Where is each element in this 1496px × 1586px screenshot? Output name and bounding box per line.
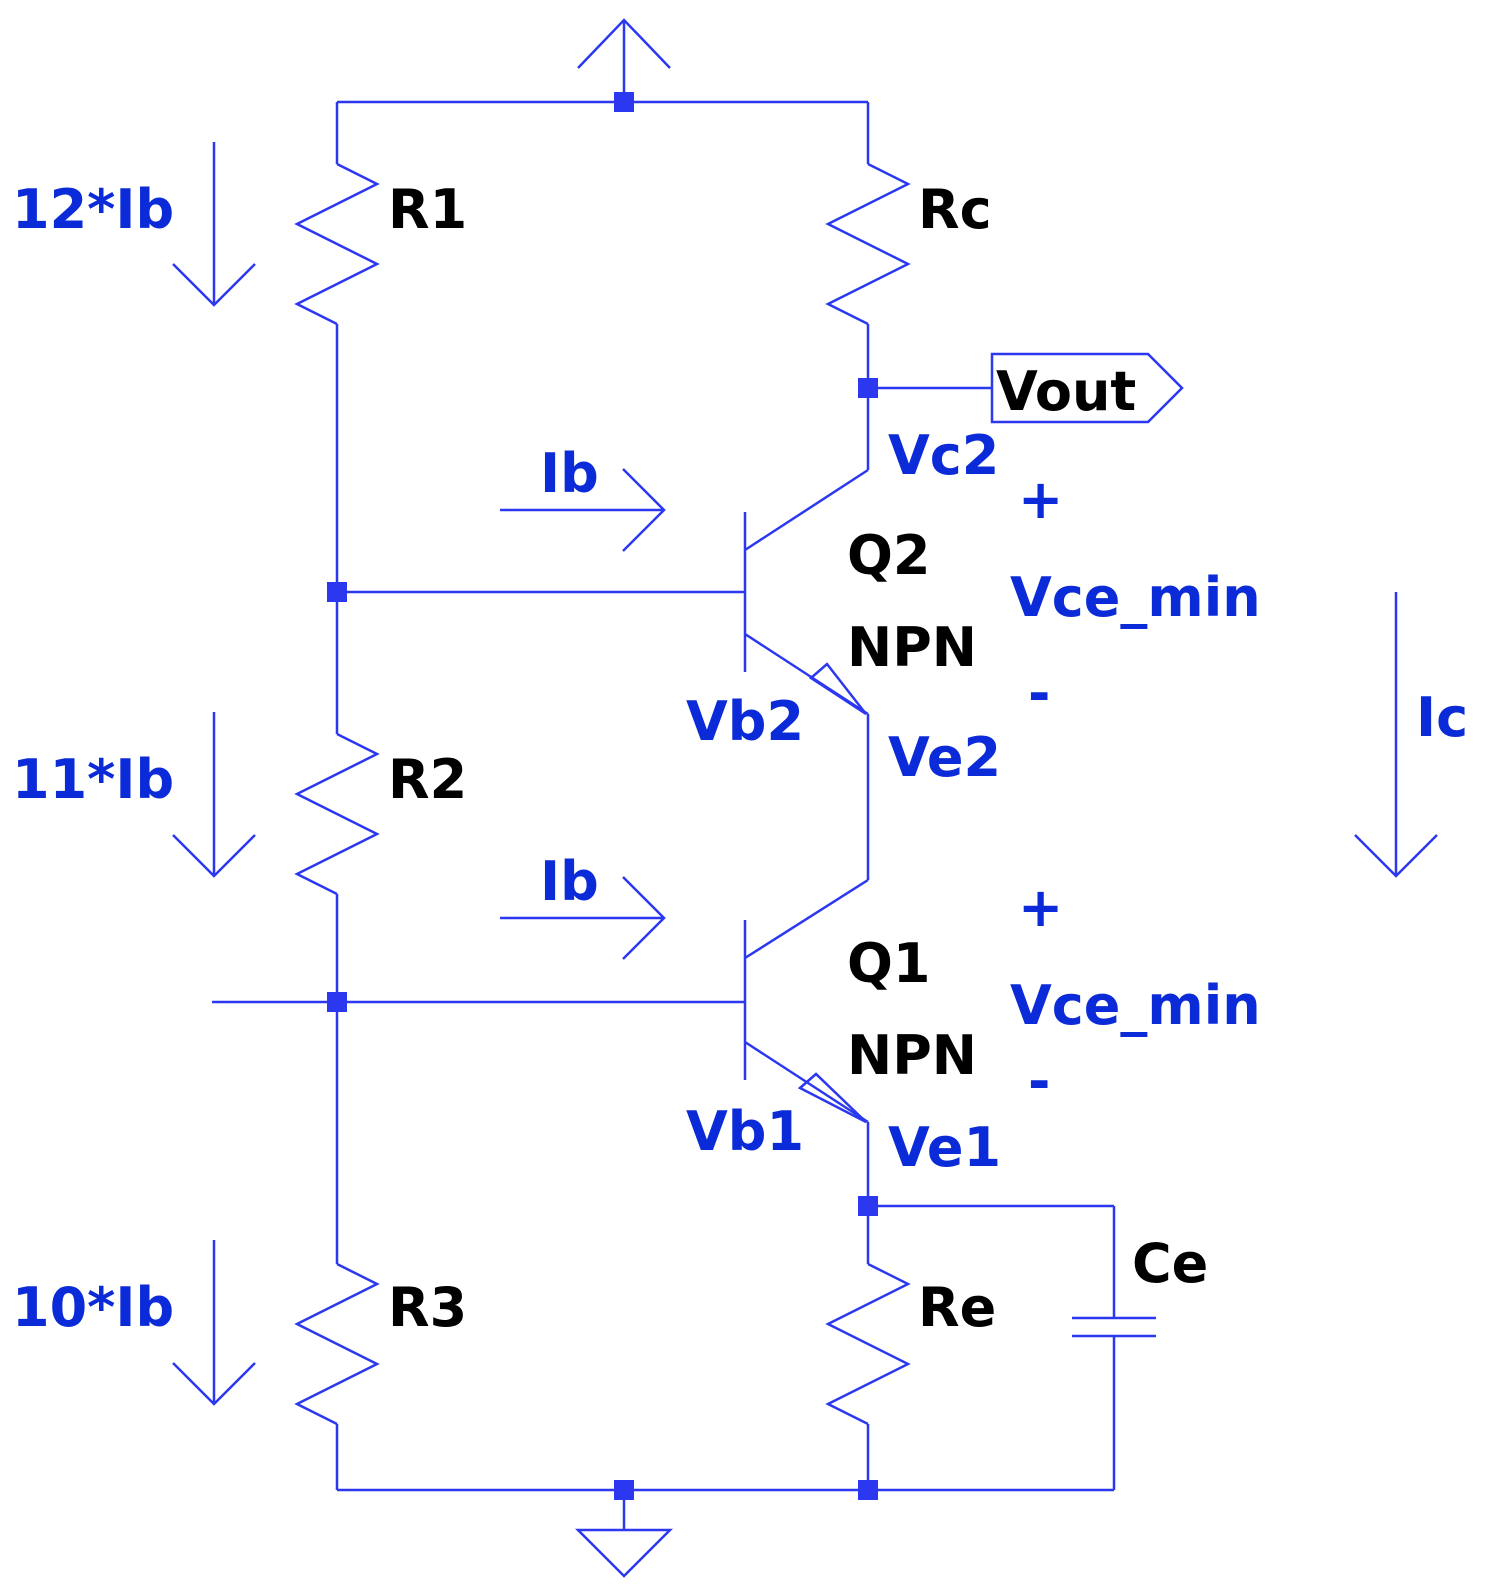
output-port-icon: [990, 352, 1184, 424]
vce-q2-label: Vce_min: [1010, 566, 1261, 629]
current-r1-label: 12*Ib: [12, 178, 174, 241]
npn-transistor-icon: [743, 878, 869, 1124]
minus-q2-label: -: [1028, 662, 1050, 725]
junction-dot: [327, 992, 347, 1012]
current-arrow-icon: [1354, 592, 1438, 878]
current-arrow-icon: [172, 712, 256, 878]
ce-label: Ce: [1132, 1232, 1208, 1295]
current-arrow-icon: [172, 142, 256, 307]
q1-label: Q1: [847, 932, 930, 995]
capacitor-icon: [1072, 1316, 1156, 1338]
vb1-label: Vb1: [686, 1100, 804, 1163]
vce-q1-label: Vce_min: [1010, 974, 1261, 1037]
junction-dot: [327, 582, 347, 602]
q2-label: Q2: [847, 524, 930, 587]
r3-label: R3: [388, 1276, 467, 1339]
r2-label: R2: [388, 748, 467, 811]
resistor-icon: [294, 1262, 380, 1426]
ic-label: Ic: [1416, 686, 1468, 749]
resistor-icon: [294, 162, 380, 326]
current-r3-label: 10*Ib: [12, 1276, 174, 1339]
junction-dots: [327, 92, 878, 1500]
vcc-arrow-icon: [577, 18, 671, 102]
q2-type-label: NPN: [847, 616, 977, 679]
ib-q2-label: Ib: [540, 442, 599, 505]
r1-label: R1: [388, 178, 467, 241]
ve1-label: Ve1: [888, 1116, 1001, 1179]
current-r2-label: 11*Ib: [12, 748, 174, 811]
vc2-label: Vc2: [888, 424, 999, 487]
junction-dot: [858, 1196, 878, 1216]
ib-q1-label: Ib: [540, 850, 599, 913]
junction-dot: [858, 1480, 878, 1500]
q1-type-label: NPN: [847, 1024, 977, 1087]
vb2-label: Vb2: [686, 690, 804, 753]
current-arrow-icon: [500, 468, 666, 552]
resistor-icon: [825, 1262, 911, 1426]
plus-q2-label: +: [1018, 468, 1063, 531]
resistor-icon: [294, 732, 380, 896]
vout-label: Vout: [996, 360, 1136, 423]
junction-dot: [614, 92, 634, 112]
ground-icon: [574, 1490, 674, 1578]
ve2-label: Ve2: [888, 726, 1001, 789]
resistor-icon: [825, 162, 911, 326]
current-arrow-icon: [172, 1240, 256, 1406]
rc-label: Rc: [918, 178, 992, 241]
junction-dot: [858, 378, 878, 398]
junction-dot: [614, 1480, 634, 1500]
current-arrow-icon: [500, 876, 666, 960]
minus-q1-label: -: [1028, 1050, 1050, 1113]
re-label: Re: [918, 1276, 996, 1339]
plus-q1-label: +: [1018, 876, 1063, 939]
